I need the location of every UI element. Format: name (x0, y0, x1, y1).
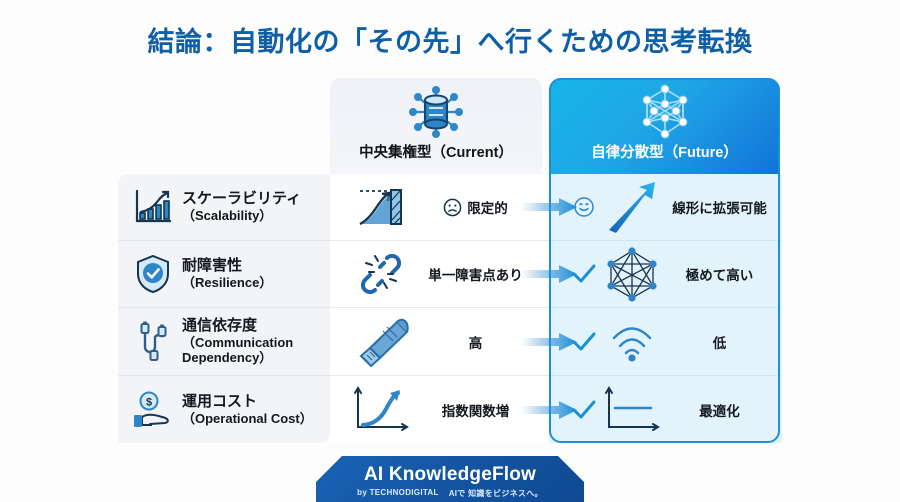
cable-icon (130, 321, 176, 363)
transition-arrow-icon (521, 400, 577, 419)
criterion-cell: スケーラビリティ （Scalability） (118, 174, 330, 241)
current-cell: 指数関数増 (330, 376, 577, 443)
wifi-icon (601, 321, 663, 363)
broken-chain-icon (338, 250, 424, 298)
criterion-ja: 耐障害性 (182, 257, 243, 275)
table-row: 耐障害性 （Resilience） (118, 241, 782, 308)
brand-tagline: AIで 知識をビジネスへ。 (448, 488, 543, 498)
current-value: 高 (424, 332, 549, 352)
future-cell: 低 (549, 308, 782, 376)
criterion-text: スケーラビリティ （Scalability） (182, 190, 301, 223)
shield-check-icon (130, 254, 176, 294)
criterion-ja: スケーラビリティ (182, 190, 302, 208)
criterion-ja: 通信依存度 (182, 317, 258, 335)
current-value: 限定的 (424, 197, 549, 217)
criterion-cell: $ 運用コスト （Operational Cost） (118, 376, 330, 443)
current-value-label: 指数関数増 (441, 403, 510, 419)
criterion-text: 耐障害性 （Resilience） (182, 257, 272, 290)
transition-arrow-icon (521, 198, 577, 216)
brand-name: AI KnowledgeFlow (363, 463, 537, 485)
mesh-network-icon (601, 246, 663, 302)
current-value-label: 単一障害点あり (428, 268, 523, 283)
brand-footer: AI KnowledgeFlow by TECHNODIGITAL AIで 知識… (316, 456, 584, 502)
future-cell: 最適化 (549, 376, 782, 443)
upward-arrow-icon (601, 178, 663, 236)
column-header-current-label: 中央集権型（Current） (359, 145, 513, 161)
current-cell: 限定的 (330, 174, 577, 241)
exponential-curve-icon (338, 385, 424, 435)
criterion-cell: 耐障害性 （Resilience） (118, 241, 330, 308)
criterion-en: （Scalability） (182, 208, 273, 224)
bar-chart-growth-icon (130, 188, 176, 226)
transition-arrow-icon (521, 332, 577, 351)
criterion-en: （Communication Dependency） (182, 335, 294, 366)
criterion-cell: 通信依存度 （Communication Dependency） (118, 308, 330, 376)
brand-subtitle: by TECHNODIGITAL AIで 知識をビジネスへ。 (357, 488, 543, 499)
current-value-label: 限定的 (467, 201, 508, 216)
check-icon (567, 331, 601, 353)
centralized-database-icon (398, 86, 474, 138)
current-value-label: 高 (468, 335, 483, 351)
column-header-future: 自律分散型（Future） (549, 78, 780, 174)
ethernet-plug-icon (338, 317, 424, 367)
future-value-label: 低 (712, 335, 727, 351)
sad-face-icon (443, 198, 462, 216)
comparison-board: 中央集権型（Current） 自律分散型（Future） (118, 78, 782, 443)
money-hand-icon: $ (130, 391, 176, 429)
page-title: 結論：自動化の「その先」へ行くための思考転換 (147, 27, 753, 57)
table-row: $ 運用コスト （Operational Cost） (118, 376, 782, 443)
criterion-text: 通信依存度 （Communication Dependency） (182, 317, 330, 365)
criterion-en: （Resilience） (182, 275, 273, 291)
flat-line-chart-icon (601, 385, 663, 435)
future-cell: 線形に拡張可能 (549, 174, 782, 241)
criterion-text: 運用コスト （Operational Cost） (182, 393, 313, 426)
future-value-label: 線形に拡張可能 (672, 201, 767, 216)
comparison-rows: スケーラビリティ （Scalability） (118, 174, 782, 443)
current-value: 指数関数増 (424, 400, 549, 420)
check-icon (567, 399, 601, 421)
current-cell: 単一障害点あり (330, 241, 577, 308)
criterion-ja: 運用コスト (182, 392, 258, 410)
current-cell: 高 (330, 308, 577, 376)
brand-by: by TECHNODIGITAL (357, 487, 439, 497)
future-cell: 極めて高い (549, 241, 782, 308)
table-row: スケーラビリティ （Scalability） (118, 174, 782, 241)
table-row: 通信依存度 （Communication Dependency） (118, 308, 782, 376)
column-header-current: 中央集権型（Current） (330, 78, 542, 174)
svg-text:$: $ (146, 396, 152, 408)
blocked-growth-icon (338, 184, 424, 230)
column-header-future-label: 自律分散型（Future） (591, 145, 738, 161)
current-value: 単一障害点あり (424, 264, 549, 284)
transition-arrow-icon (521, 265, 577, 283)
distributed-network-icon (630, 84, 700, 139)
future-value-label: 最適化 (699, 403, 740, 419)
check-icon (567, 263, 601, 285)
criterion-en: （Operational Cost） (182, 410, 313, 426)
future-value-label: 極めて高い (685, 268, 754, 283)
